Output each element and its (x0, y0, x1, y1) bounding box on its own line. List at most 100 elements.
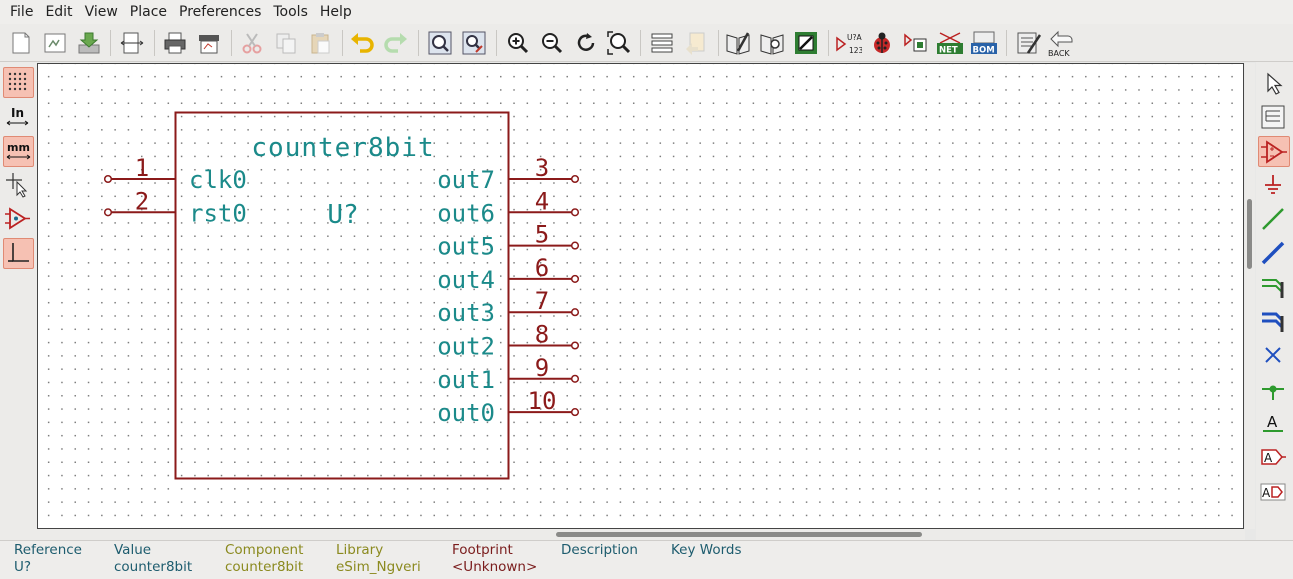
pin-number: 4 (535, 187, 549, 215)
copy-button[interactable] (272, 29, 300, 57)
cut-button[interactable] (238, 29, 266, 57)
horizontal-scrollbar[interactable] (37, 529, 1245, 540)
hierarchy-navigator-button[interactable] (648, 29, 676, 57)
menu-edit[interactable]: Edit (45, 4, 73, 20)
plot-button[interactable] (195, 29, 223, 57)
menu-place[interactable]: Place (129, 4, 168, 20)
component-name[interactable]: counter8bit (251, 133, 434, 163)
place-bus-button[interactable] (1258, 238, 1290, 269)
vertical-scrollbar-thumb[interactable] (1247, 199, 1252, 269)
menu-help[interactable]: Help (319, 4, 352, 20)
place-hierarchical-label-button[interactable]: A (1258, 476, 1290, 507)
cursor-shape-toggle[interactable] (3, 170, 34, 201)
netlist-label: NET (939, 46, 958, 56)
pin-name: out5 (437, 233, 495, 261)
place-wire-button[interactable] (1258, 204, 1290, 235)
place-symbol-button[interactable] (1258, 136, 1290, 167)
redo-button[interactable] (382, 29, 410, 57)
edit-fields-button[interactable] (1014, 29, 1042, 57)
annotate-sub: 123 (849, 46, 862, 55)
hier-label-glyph: A (1262, 486, 1271, 500)
horizontal-vertical-wire-toggle[interactable] (3, 238, 34, 269)
units-inches-toggle[interactable]: In (3, 102, 34, 133)
pcb-layout-button[interactable] (792, 29, 820, 57)
page-size-button[interactable] (118, 29, 146, 57)
find-button[interactable] (426, 29, 454, 57)
pin-name: out2 (437, 333, 495, 361)
no-connect-button[interactable] (1258, 340, 1290, 371)
vertical-scrollbar[interactable] (1245, 63, 1255, 529)
hierarchy-navigate-button[interactable] (1258, 102, 1290, 133)
msg-field-key-words: Key Words (671, 542, 742, 559)
new-page-icon (12, 32, 30, 54)
menu-preferences[interactable]: Preferences (179, 4, 262, 20)
menubar: File Edit View Place Preferences Tools H… (0, 0, 1293, 24)
assign-footprints-button[interactable] (902, 29, 930, 57)
menu-tools[interactable]: Tools (273, 4, 308, 20)
pin-number: 1 (135, 154, 149, 182)
menu-file[interactable]: File (10, 4, 34, 20)
netlist-button[interactable]: NET (936, 29, 964, 57)
pin-number: 7 (535, 287, 549, 315)
component-body[interactable] (174, 111, 510, 480)
redraw-button[interactable] (572, 29, 600, 57)
pin-endpoint (570, 208, 580, 217)
bus-to-bus-entry-button[interactable] (1258, 306, 1290, 337)
symbol-editor-button[interactable] (724, 29, 752, 57)
horizontal-scrollbar-thumb[interactable] (556, 532, 922, 537)
zoom-fit-button[interactable] (605, 29, 633, 57)
print-button[interactable] (161, 29, 189, 57)
bus-bus-entry-icon (1262, 312, 1284, 332)
paste-button[interactable] (306, 29, 334, 57)
menu-view[interactable]: View (84, 4, 118, 20)
find-replace-button[interactable] (460, 29, 488, 57)
wire-to-bus-entry-button[interactable] (1258, 272, 1290, 303)
save-button[interactable] (75, 29, 103, 57)
junction-button[interactable] (1258, 374, 1290, 405)
back-button[interactable]: BACK (1048, 29, 1076, 57)
zoom-in-button[interactable] (504, 29, 532, 57)
show-grid-toggle[interactable] (3, 67, 34, 98)
component-reference[interactable]: U? (327, 200, 358, 230)
zoom-out-button[interactable] (538, 29, 566, 57)
leave-sheet-button[interactable] (682, 29, 710, 57)
units-mm-toggle[interactable]: mm (3, 136, 34, 167)
place-power-button[interactable] (1258, 170, 1290, 201)
page-settings-button[interactable] (41, 29, 69, 57)
msg-field-value: U? (14, 559, 32, 575)
msg-field-description: Description (561, 542, 638, 559)
mm-units-icon: mm (6, 141, 31, 160)
cursor-arrow-icon (1267, 72, 1283, 95)
place-net-label-button[interactable]: A (1258, 408, 1290, 439)
pin-endpoint (570, 241, 580, 250)
hidden-pins-toggle[interactable] (3, 204, 34, 235)
bom-button[interactable]: BOM (970, 29, 998, 57)
library-browser-button[interactable] (758, 29, 786, 57)
select-tool-button[interactable] (1258, 68, 1290, 99)
pin-endpoint (570, 308, 580, 317)
net-label-glyph: A (1267, 413, 1278, 431)
new-schematic-button[interactable] (7, 29, 35, 57)
place-global-label-button[interactable]: A (1258, 442, 1290, 473)
inch-units-icon: In (6, 106, 29, 126)
erc-button[interactable] (868, 29, 896, 57)
msg-field-value: counter8bit (114, 559, 193, 575)
undo-button[interactable] (348, 29, 376, 57)
